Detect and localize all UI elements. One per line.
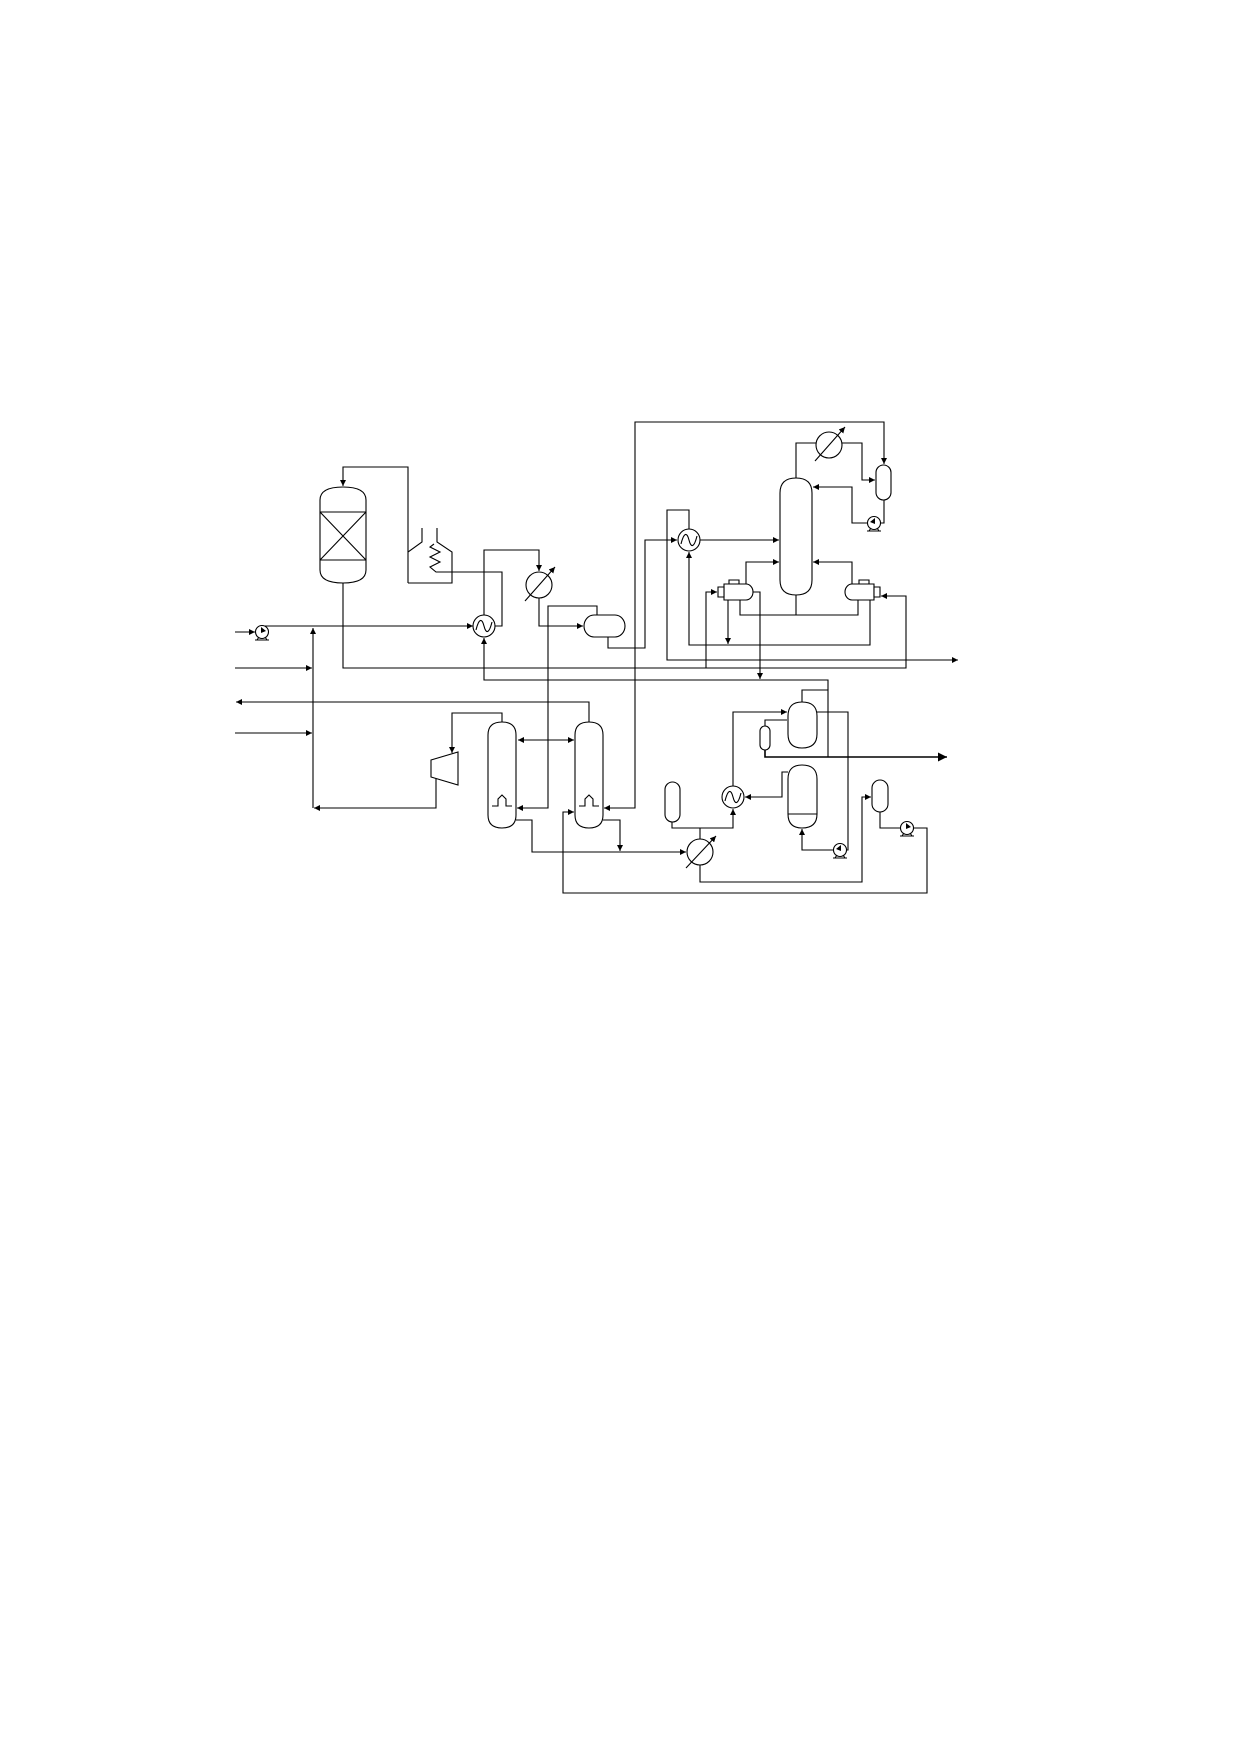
fired-heater-icon bbox=[407, 528, 453, 584]
process-line bbox=[449, 712, 503, 753]
process-line bbox=[236, 699, 590, 722]
pump-icon bbox=[899, 820, 915, 837]
process-line bbox=[752, 591, 763, 679]
process-line bbox=[795, 442, 816, 478]
column-icon bbox=[574, 721, 604, 829]
process-line bbox=[604, 421, 887, 811]
process-line bbox=[813, 559, 853, 584]
process-line bbox=[666, 509, 958, 663]
process-line bbox=[603, 819, 623, 851]
process-line bbox=[801, 689, 829, 757]
process-line bbox=[745, 771, 788, 800]
reactor-icon bbox=[319, 486, 367, 584]
drum-icon bbox=[759, 725, 771, 751]
process-line bbox=[342, 583, 907, 669]
process-line bbox=[817, 711, 849, 851]
separator-drum-icon bbox=[583, 614, 626, 638]
process-line bbox=[745, 559, 779, 584]
drum-icon bbox=[664, 781, 681, 823]
column-icon bbox=[487, 721, 517, 829]
process-line bbox=[732, 709, 787, 786]
compressor-icon bbox=[430, 751, 459, 786]
process-line bbox=[314, 777, 437, 811]
distillation-column-icon bbox=[779, 477, 813, 596]
pump-icon bbox=[866, 515, 882, 532]
process-line bbox=[516, 819, 686, 855]
process-lines bbox=[235, 421, 958, 894]
process-line bbox=[799, 829, 833, 851]
process-line bbox=[739, 600, 859, 616]
process-line bbox=[813, 484, 868, 524]
process-line bbox=[879, 812, 900, 829]
process-line bbox=[538, 598, 583, 629]
process-line bbox=[340, 466, 409, 552]
reflux-drum-icon bbox=[875, 464, 892, 501]
column-icon bbox=[787, 701, 818, 749]
process-line bbox=[562, 809, 928, 894]
process-line bbox=[671, 809, 736, 829]
process-line bbox=[441, 571, 503, 627]
cooler-icon bbox=[524, 566, 556, 602]
pump-icon bbox=[254, 624, 270, 641]
drum-icon bbox=[871, 779, 889, 813]
column-icon bbox=[787, 764, 818, 829]
process-line bbox=[705, 589, 717, 668]
process-line bbox=[481, 638, 829, 690]
product-outlet-line bbox=[764, 750, 947, 762]
process-line bbox=[699, 794, 871, 883]
heat-exchanger-icon bbox=[677, 528, 701, 552]
pump-icon bbox=[832, 842, 848, 859]
heat-exchanger-icon bbox=[472, 614, 496, 638]
cooler-icon bbox=[685, 835, 717, 869]
process-line bbox=[842, 442, 875, 483]
process-line bbox=[483, 549, 542, 615]
process-line bbox=[881, 500, 885, 524]
reboiler-icon bbox=[717, 579, 754, 601]
condenser-icon bbox=[814, 426, 846, 462]
reboiler-icon bbox=[844, 579, 881, 601]
process-line bbox=[764, 719, 787, 726]
process-line bbox=[686, 552, 871, 646]
heat-exchanger-icon bbox=[721, 785, 745, 809]
process-line bbox=[517, 605, 598, 811]
